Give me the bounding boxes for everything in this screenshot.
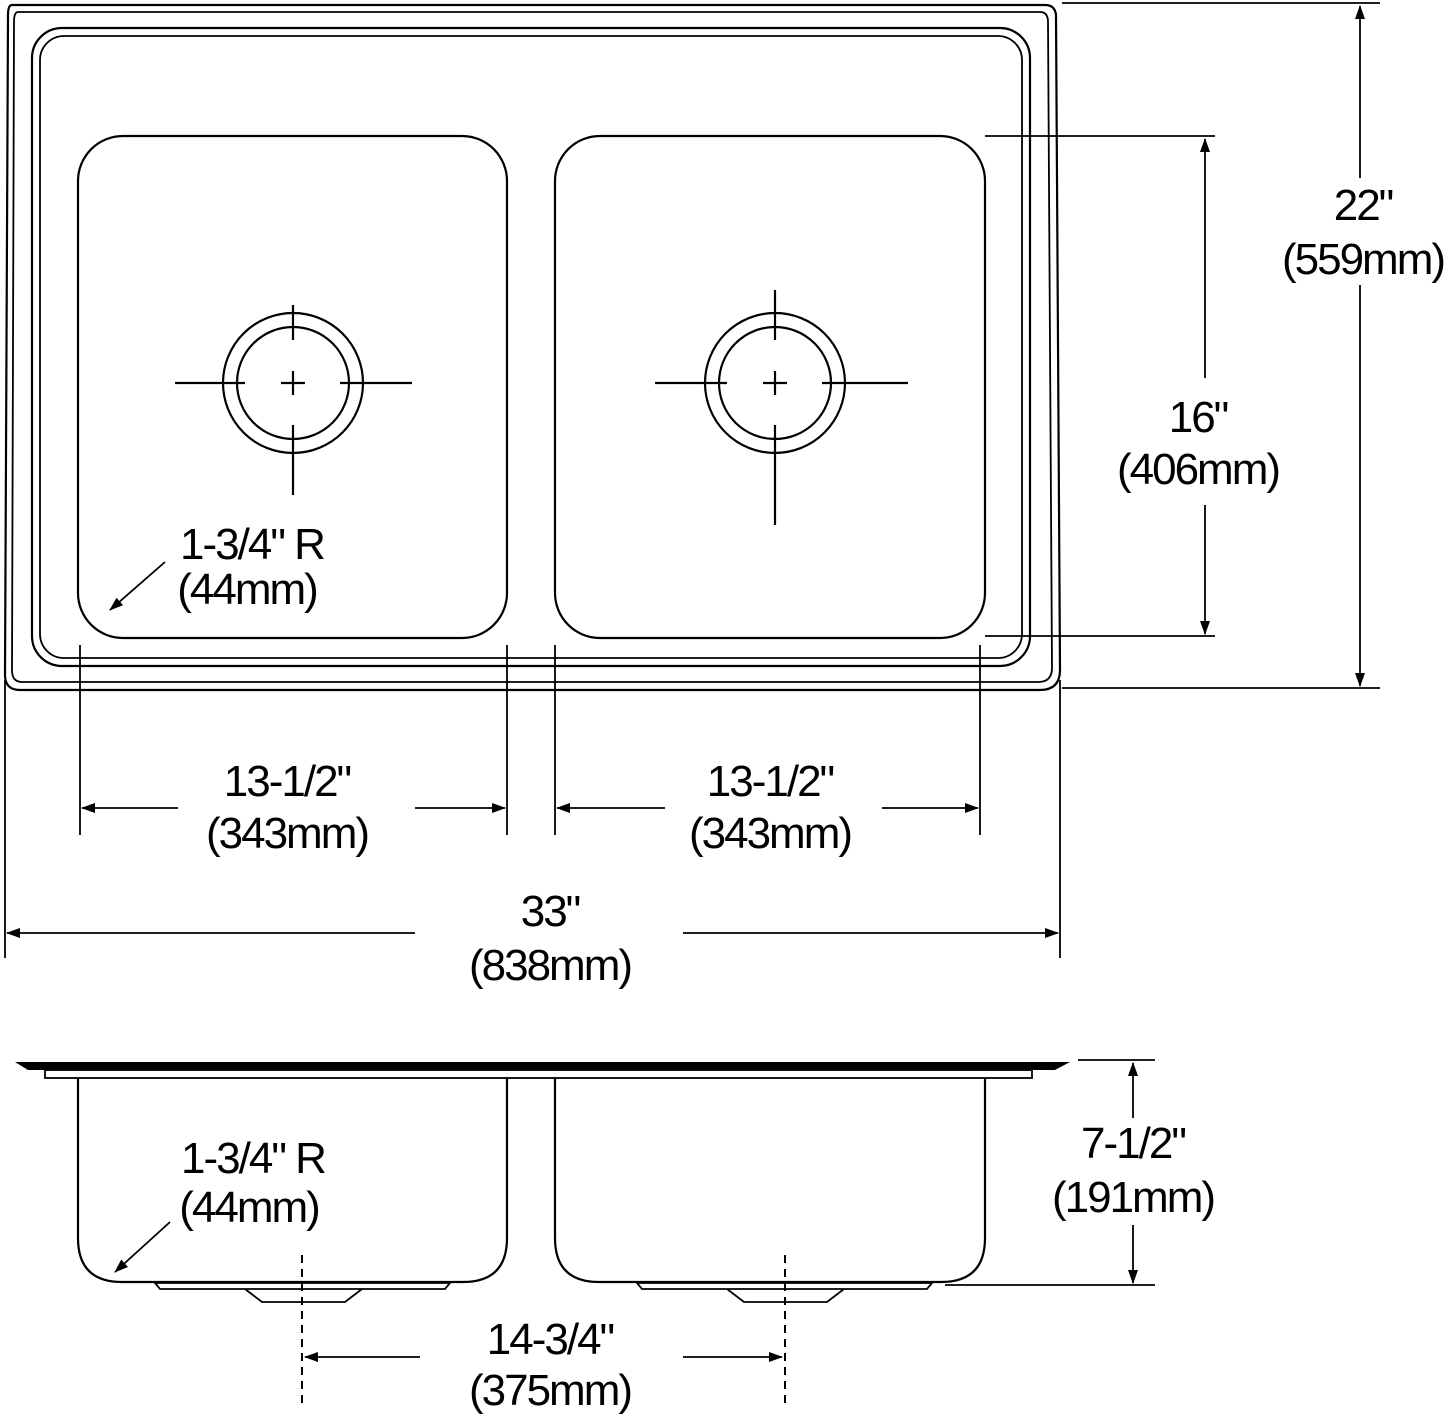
left-drain-body bbox=[153, 1282, 452, 1303]
overall-depth-imperial: 22" bbox=[1334, 181, 1393, 230]
left-bowl bbox=[76, 134, 509, 640]
sink-deck-inner bbox=[39, 35, 1023, 659]
drain-spacing-imperial: 14-3/4" bbox=[487, 1315, 614, 1364]
annotation-side-corner-radius: 1-3/4" R (44mm) bbox=[114, 1134, 327, 1273]
side-radius-metric: (44mm) bbox=[179, 1183, 319, 1232]
left-bowl-width-metric: (343mm) bbox=[206, 809, 368, 858]
sink-rim-inner bbox=[11, 11, 1053, 683]
sink-rim-outer bbox=[3, 3, 1062, 692]
left-bowl-profile bbox=[76, 1078, 509, 1284]
drain-spacing-metric: (375mm) bbox=[469, 1366, 631, 1415]
right-bowl-width-metric: (343mm) bbox=[689, 809, 851, 858]
dimension-drain-spacing: 14-3/4" (375mm) bbox=[304, 1315, 783, 1415]
dimension-left-bowl-width: 13-1/2" (343mm) bbox=[79, 645, 508, 858]
annotation-top-corner-radius: 1-3/4" R (44mm) bbox=[109, 520, 326, 614]
right-bowl-profile bbox=[553, 1078, 987, 1284]
overall-depth-metric: (559mm) bbox=[1282, 235, 1444, 284]
sink-deck bbox=[30, 26, 1032, 668]
left-bowl-width-imperial: 13-1/2" bbox=[224, 757, 351, 806]
bowl-height-metric: (191mm) bbox=[1052, 1173, 1214, 1222]
right-bowl bbox=[553, 134, 987, 640]
dimension-overall-depth: 22" (559mm) bbox=[1062, 2, 1445, 689]
bowl-depth-imperial: 16" bbox=[1169, 393, 1228, 442]
dimension-bowl-depth: 16" (406mm) bbox=[985, 135, 1281, 637]
flange-lip bbox=[44, 1069, 1033, 1079]
right-drain bbox=[655, 290, 908, 525]
sink-flange bbox=[15, 1062, 1070, 1070]
top-view: 22" (559mm) 16" (406mm) 13-1/2" (343mm) bbox=[3, 2, 1445, 990]
bowl-depth-metric: (406mm) bbox=[1117, 445, 1279, 494]
top-radius-imperial: 1-3/4" R bbox=[180, 520, 324, 569]
dimension-right-bowl-width: 13-1/2" (343mm) bbox=[554, 645, 981, 858]
right-bowl-width-imperial: 13-1/2" bbox=[707, 757, 834, 806]
dimension-overall-width: 33" (838mm) bbox=[4, 680, 1061, 990]
overall-width-imperial: 33" bbox=[521, 887, 580, 936]
bowl-height-imperial: 7-1/2" bbox=[1081, 1119, 1185, 1168]
overall-width-metric: (838mm) bbox=[469, 941, 631, 990]
top-radius-metric: (44mm) bbox=[177, 565, 317, 614]
left-drain bbox=[175, 305, 412, 495]
dimension-bowl-height: 7-1/2" (191mm) bbox=[945, 1059, 1216, 1286]
side-view: 7-1/2" (191mm) 14-3/4" (375mm) 1-3/4" R … bbox=[15, 1059, 1216, 1415]
side-radius-imperial: 1-3/4" R bbox=[181, 1134, 325, 1183]
